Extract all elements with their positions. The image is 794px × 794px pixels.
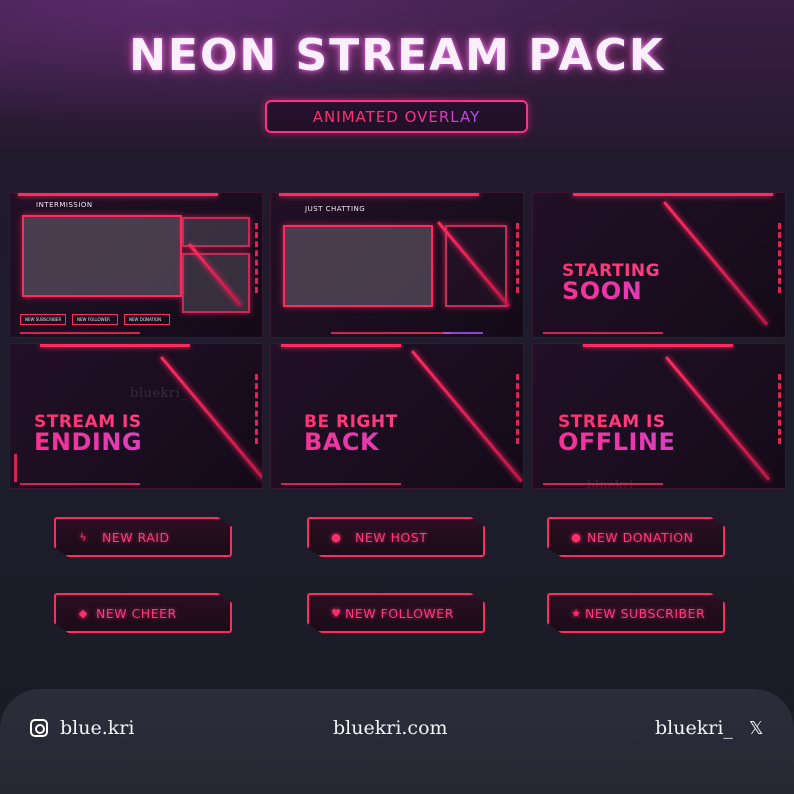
alert-new-host: ● NEW HOST — [307, 517, 485, 557]
scene-stream-offline: STREAM IS OFFLINE bluekri_ — [532, 343, 786, 489]
neon-dash — [255, 374, 258, 444]
neon-bar — [20, 332, 140, 334]
scene-title-line2: OFFLINE — [533, 430, 785, 454]
group-icon: ● — [331, 530, 341, 544]
scene-just-chatting: JUST CHATTING — [270, 192, 524, 338]
neon-bar — [331, 332, 451, 334]
scene-stream-ending: bluekri_ STREAM IS ENDING — [9, 343, 263, 489]
coin-icon: ● — [571, 530, 581, 544]
mini-tag: NEW FOLLOWER — [72, 314, 118, 325]
scene-title-line2: ENDING — [10, 430, 262, 454]
neon-bar — [14, 454, 17, 482]
subtitle-text: ANIMATED OVERLAY — [312, 107, 481, 126]
neon-bar — [281, 344, 401, 347]
scene-title-line2: BACK — [271, 430, 523, 454]
neon-bar — [279, 193, 479, 196]
neon-bar — [543, 332, 663, 334]
neon-dash — [516, 374, 519, 444]
alert-label: NEW FOLLOWER — [345, 605, 454, 621]
instagram-icon — [30, 719, 48, 737]
instagram-link[interactable]: blue.kri — [30, 716, 134, 740]
neon-bar — [20, 483, 140, 485]
neon-dash — [516, 223, 519, 293]
scene-title-line1: STREAM IS — [533, 414, 785, 431]
scene-label: INTERMISSION — [36, 201, 93, 209]
alert-label: NEW CHEER — [96, 605, 177, 621]
page-title: NEON STREAM PACK — [129, 30, 665, 81]
neon-dash — [778, 374, 781, 444]
mini-tags: NEW SUBSCRIBER NEW FOLLOWER NEW DONATION — [20, 314, 170, 325]
alert-new-subscriber: ★ NEW SUBSCRIBER — [547, 593, 725, 633]
twitter-handle: bluekri_ — [655, 717, 733, 739]
website-url: bluekri.com — [333, 717, 448, 739]
bolt-icon: ϟ — [79, 530, 87, 544]
star-icon: ★ — [571, 606, 581, 620]
twitter-link[interactable]: bluekri_ 𝕏 — [655, 716, 763, 740]
scene-be-right-back: BE RIGHT BACK — [270, 343, 524, 489]
mini-tag: NEW SUBSCRIBER — [20, 314, 66, 325]
main-cam-frame — [283, 225, 433, 307]
website-link[interactable]: bluekri.com — [333, 716, 448, 740]
heart-icon: ♥ — [331, 606, 341, 620]
subtitle-badge: ANIMATED OVERLAY — [265, 100, 528, 133]
neon-bar — [543, 483, 663, 485]
scene-label: JUST CHATTING — [305, 205, 366, 213]
scene-title-line1: STARTING — [533, 263, 785, 280]
alert-new-raid: ϟ NEW RAID — [54, 517, 232, 557]
instagram-handle: blue.kri — [60, 717, 135, 739]
neon-bar — [281, 483, 401, 485]
neon-bar — [40, 344, 190, 347]
neon-bar — [18, 193, 218, 196]
alert-label: NEW HOST — [355, 529, 428, 545]
main-cam-frame — [22, 215, 182, 297]
neon-bar — [573, 193, 773, 196]
alert-new-donation: ● NEW DONATION — [547, 517, 725, 557]
neon-dash — [255, 223, 258, 293]
scene-title-line1: STREAM IS — [10, 414, 262, 431]
x-icon: 𝕏 — [748, 717, 764, 739]
neon-dash — [778, 223, 781, 293]
scene-starting-soon: STARTING SOON — [532, 192, 786, 338]
alert-label: NEW SUBSCRIBER — [585, 605, 706, 621]
alert-new-cheer: ◆ NEW CHEER — [54, 593, 232, 633]
scene-title-line2: SOON — [533, 279, 785, 303]
scene-intermission: INTERMISSION NEW SUBSCRIBER NEW FOLLOWER… — [9, 192, 263, 338]
alert-new-follower: ♥ NEW FOLLOWER — [307, 593, 485, 633]
side-cam-frame — [182, 217, 250, 247]
footer — [0, 689, 794, 794]
mini-tag: NEW DONATION — [124, 314, 170, 325]
alert-label: NEW DONATION — [587, 529, 694, 545]
neon-bar-purple — [443, 332, 483, 334]
drop-icon: ◆ — [78, 606, 88, 620]
scene-title-line1: BE RIGHT — [271, 414, 523, 431]
neon-bar — [583, 344, 733, 347]
watermark: bluekri_ — [130, 386, 188, 401]
alert-label: NEW RAID — [102, 529, 170, 545]
